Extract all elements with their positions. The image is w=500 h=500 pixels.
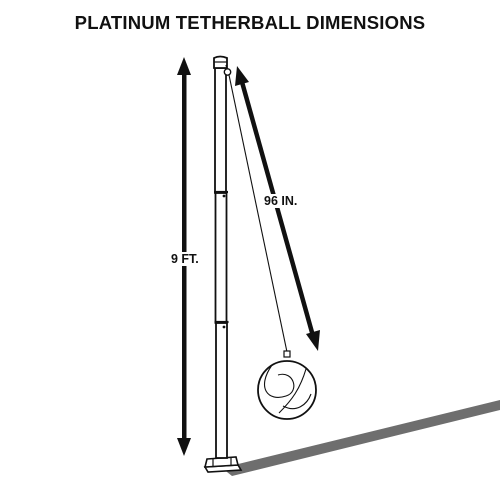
rope-arrowhead-top: [235, 66, 249, 86]
ball-seam-right: [278, 368, 307, 414]
pole-base: [203, 456, 243, 473]
tether-rope: [228, 74, 288, 353]
swivel-ring: [223, 68, 232, 76]
pole: [213, 55, 229, 459]
pole-height-label: 9 FT.: [169, 252, 201, 266]
rope-arrow-shaft: [239, 81, 316, 337]
ground: [222, 400, 500, 476]
pole-lower-section: [215, 321, 228, 459]
rope-length-label: 96 IN.: [262, 194, 300, 208]
ball-clip: [283, 350, 291, 358]
rope-dimension-arrow: [235, 66, 320, 351]
height-arrowhead-bottom: [177, 438, 191, 456]
height-arrowhead-top: [177, 57, 191, 75]
tetherball: [257, 350, 317, 420]
pole-middle-section: [214, 191, 228, 324]
diagram-title: PLATINUM TETHERBALL DIMENSIONS: [74, 12, 426, 33]
rope-arrowhead-bottom: [306, 330, 320, 351]
ball-seam-left: [263, 364, 295, 398]
swivel-hook: [223, 64, 232, 76]
ground-band: [222, 400, 500, 476]
pole-upper-section: [214, 67, 227, 194]
ball-body: [257, 360, 317, 420]
